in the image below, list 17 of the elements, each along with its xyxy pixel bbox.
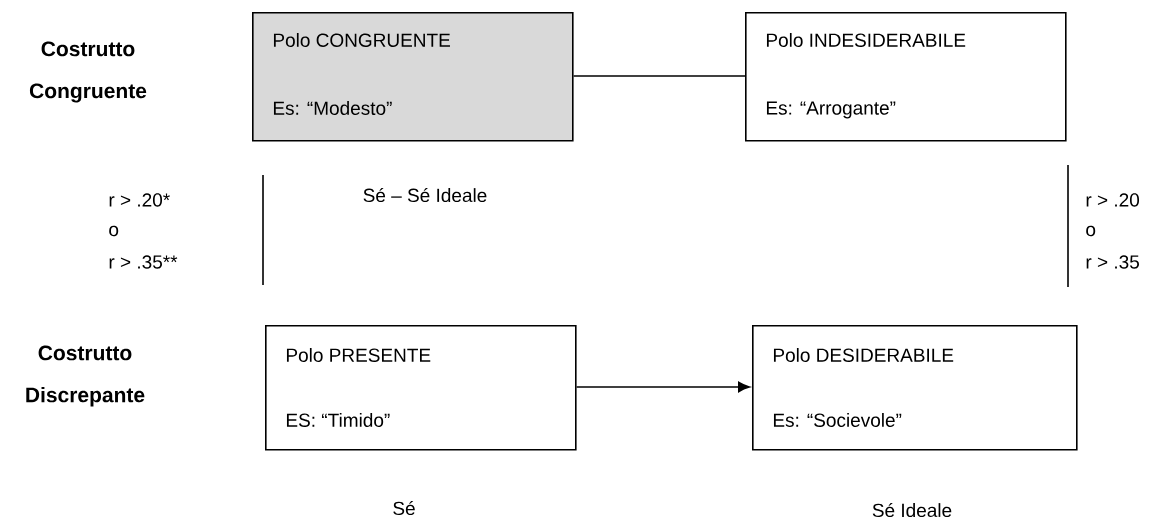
text-box: Polo CONGRUENTE Es: “Modesto” [252, 12, 574, 142]
annotation-text: r > .35 [1086, 255, 1139, 269]
connector-line [572, 75, 746, 77]
annotation-text: Sé – Sé Ideale [363, 187, 487, 203]
text-box: Polo PRESENTE ES: “Timido” [265, 325, 577, 451]
text-box: Polo INDESIDERABILE Es: “Arrogante” [745, 12, 1067, 142]
annotation-text: r > .20 [1086, 193, 1140, 207]
annotation-text: o [109, 225, 119, 237]
annotation-text: o [1086, 225, 1096, 237]
annotation-text: Sé [393, 500, 415, 516]
text-box: Polo DESIDERABILE Es: “Socievole” [752, 325, 1078, 451]
annotation-text: Sé Ideale [872, 502, 952, 518]
arrow [575, 381, 750, 393]
row-label: Costrutto Congruente [29, 41, 147, 103]
annotation-text: r > .35** [109, 255, 178, 269]
annotation-text: r > .20* [109, 193, 170, 207]
row-label: Costrutto Discrepante [26, 345, 145, 407]
